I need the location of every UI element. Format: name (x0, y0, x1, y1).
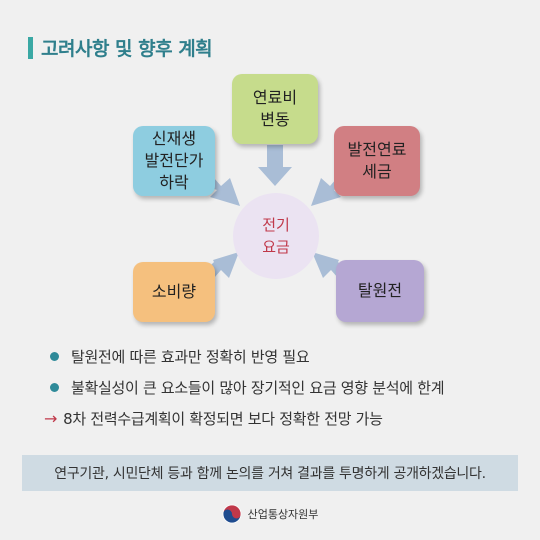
bullet-text: 불확실성이 큰 요소들이 많아 장기적인 요금 영향 분석에 한계 (71, 378, 445, 397)
right-arrow-icon: → (44, 408, 58, 428)
conclusion-item: → 8차 전력수급계획이 확정되면 보다 정확한 전망 가능 (42, 404, 522, 432)
page-header: 고려사항 및 향후 계획 (28, 34, 213, 61)
title-accent-bar (28, 36, 33, 59)
list-item: 불확실성이 큰 요소들이 많아 장기적인 요금 영향 분석에 한계 (42, 373, 522, 401)
electricity-rate-circle: 전기 요금 (233, 193, 319, 279)
nuclear-phaseout-box: 탈원전 (336, 260, 424, 322)
bullet-dot-icon (50, 351, 59, 361)
bullet-text: 탈원전에 따른 효과만 정확히 반영 필요 (71, 347, 310, 366)
closing-note-text: 연구기관, 시민단체 등과 함께 논의를 거쳐 결과를 투명하게 공개하겠습니다… (54, 466, 486, 482)
fuel-tax-box: 발전연료 세금 (334, 126, 420, 196)
renewable-cost-box: 신재생 발전단가 하락 (133, 126, 215, 196)
bullet-dot-icon (50, 382, 59, 392)
bullet-list: 탈원전에 따른 효과만 정확히 반영 필요 불확실성이 큰 요소들이 많아 장기… (42, 342, 522, 435)
consumption-box: 소비량 (133, 262, 215, 322)
conclusion-text: 8차 전력수급계획이 확정되면 보다 정확한 전망 가능 (63, 409, 383, 428)
page-title: 고려사항 및 향후 계획 (41, 38, 213, 60)
ministry-name: 산업통상자원부 (247, 508, 319, 521)
footer: 산업통상자원부 (0, 500, 540, 528)
taegeuk-emblem-icon (222, 504, 241, 524)
fuel-cost-box: 연료비 변동 (232, 74, 318, 144)
closing-note: 연구기관, 시민단체 등과 함께 논의를 거쳐 결과를 투명하게 공개하겠습니다… (22, 455, 518, 491)
list-item: 탈원전에 따른 효과만 정확히 반영 필요 (42, 342, 522, 370)
arrow-down (258, 145, 292, 186)
